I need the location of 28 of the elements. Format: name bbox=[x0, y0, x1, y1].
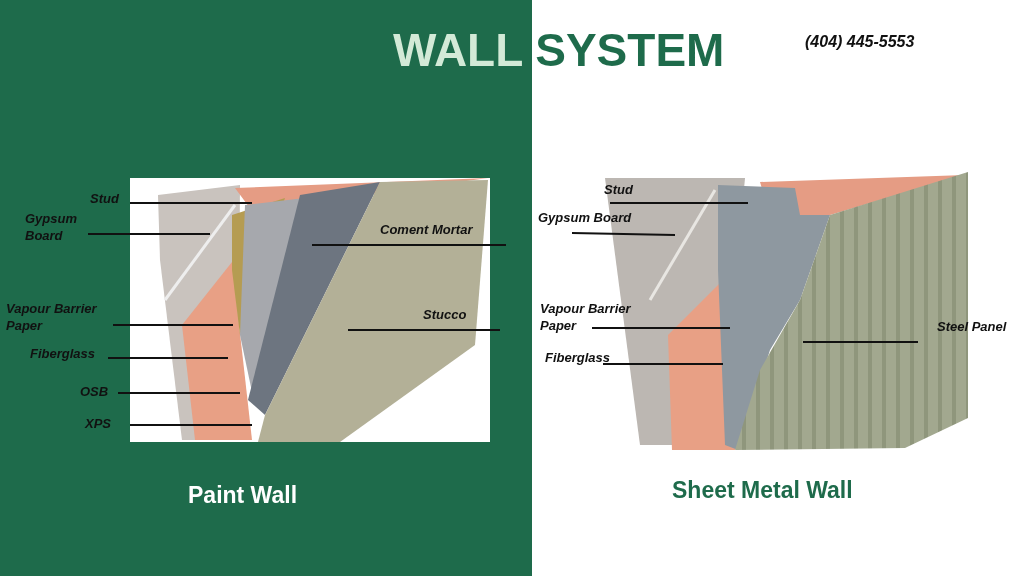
part-label: Vapour Barrier Paper bbox=[6, 300, 116, 334]
leader-line bbox=[129, 202, 253, 204]
part-label: Gypsum Board bbox=[25, 210, 95, 244]
part-label: Fiberglass bbox=[30, 345, 110, 362]
leader-line bbox=[311, 244, 507, 246]
leader-line bbox=[347, 329, 501, 331]
part-label: XPS bbox=[85, 415, 125, 432]
leader-line bbox=[571, 232, 676, 236]
leader-line bbox=[107, 357, 229, 359]
part-label: Stud bbox=[604, 181, 654, 198]
part-label: Fiberglass bbox=[545, 349, 625, 366]
leader-line bbox=[117, 392, 241, 394]
panel-caption: Sheet Metal Wall bbox=[672, 477, 853, 504]
part-label: Stud bbox=[90, 190, 150, 207]
part-label: OSB bbox=[80, 383, 120, 400]
part-label: Coment Mortar bbox=[380, 221, 500, 238]
leader-line bbox=[602, 363, 724, 365]
phone-number: (404) 445-5553 bbox=[805, 33, 915, 51]
leader-line bbox=[591, 327, 731, 329]
panel-caption: Paint Wall bbox=[188, 482, 298, 509]
leader-line bbox=[802, 341, 919, 343]
part-label: Gypsum Board bbox=[538, 209, 648, 226]
part-label: Vapour Barrier Paper bbox=[540, 300, 650, 334]
leader-line bbox=[87, 233, 211, 235]
leader-line bbox=[129, 424, 253, 426]
leader-line bbox=[609, 202, 749, 204]
leader-line bbox=[112, 324, 234, 326]
part-label: Stucco bbox=[423, 306, 483, 323]
